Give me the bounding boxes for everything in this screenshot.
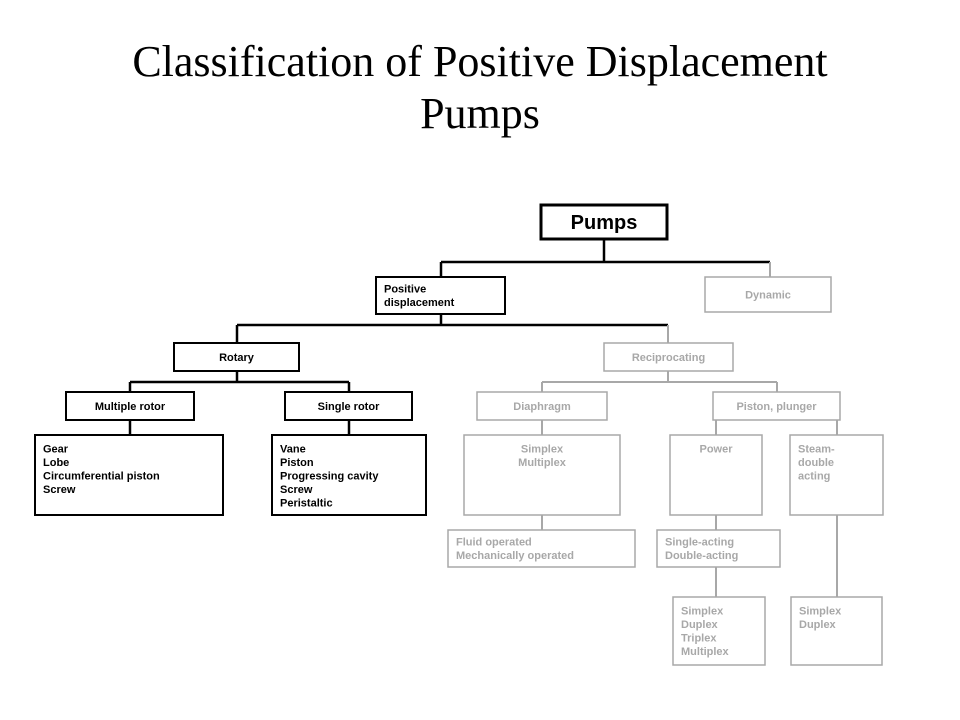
connector-lines	[128, 239, 838, 597]
node-label-line: Simplex	[799, 605, 842, 617]
node-label-line: Pumps	[571, 212, 638, 234]
node-single-rotor: Single rotor	[284, 391, 413, 421]
node-box	[704, 276, 832, 313]
node-label-line: Duplex	[799, 619, 837, 631]
node-box	[284, 391, 413, 421]
node-rotary: Rotary	[173, 342, 300, 372]
node-label-line: displacement	[384, 297, 455, 309]
node-label-line: Multiple rotor	[95, 401, 166, 413]
node-box	[65, 391, 195, 421]
node-label-line: Diaphragm	[513, 401, 571, 413]
node-label-line: Simplex	[681, 605, 724, 617]
slide-title-line-1: Classification of Positive Displacement	[132, 37, 828, 86]
node-label-line: Mechanically operated	[456, 550, 574, 562]
node-label-line: double	[798, 457, 834, 469]
node-label-line: Piston	[280, 457, 314, 469]
node-power: Power	[669, 434, 763, 516]
node-box	[539, 203, 669, 241]
node-label-line: Fluid operated	[456, 537, 532, 549]
node-box	[669, 434, 763, 516]
node-label-line: Multiplex	[518, 457, 567, 469]
node-box	[789, 434, 884, 516]
node-dynamic: Dynamic	[704, 276, 832, 313]
node-pumps: Pumps	[539, 203, 669, 241]
node-label-line: Dynamic	[745, 289, 791, 301]
node-box	[463, 434, 621, 516]
node-piston-plunger: Piston, plunger	[712, 391, 841, 421]
node-diaphragm: Diaphragm	[476, 391, 608, 421]
slide-title-line-2: Pumps	[420, 89, 540, 138]
node-label-line: Power	[699, 443, 733, 455]
node-label-line: Simplex	[521, 443, 564, 455]
node-box	[672, 596, 766, 666]
node-multiple-rotor: Multiple rotor	[65, 391, 195, 421]
node-label-line: Triplex	[681, 632, 717, 644]
slide-title: Classification of Positive Displacement …	[0, 36, 960, 140]
node-box	[790, 596, 883, 666]
node-label-line: Positive	[384, 284, 426, 296]
node-box	[476, 391, 608, 421]
node-label-line: Piston, plunger	[736, 401, 817, 413]
node-box	[34, 434, 224, 516]
node-label-line: Duplex	[681, 619, 719, 631]
node-box	[603, 342, 734, 372]
node-label-line: Lobe	[43, 457, 69, 469]
node-label-line: Screw	[280, 484, 313, 496]
node-label-line: Rotary	[219, 352, 255, 364]
node-box	[447, 529, 636, 568]
node-label-line: Gear	[43, 443, 69, 455]
node-label-line: Vane	[280, 443, 306, 455]
node-box	[173, 342, 300, 372]
node-label-line: Double-acting	[665, 550, 738, 562]
node-label-line: Single-acting	[665, 537, 734, 549]
node-label-line: Circumferential piston	[43, 470, 160, 482]
node-label-line: Reciprocating	[632, 352, 705, 364]
node-box	[656, 529, 781, 568]
node-label-line: Single rotor	[318, 401, 380, 413]
node-box	[271, 434, 427, 516]
node-box	[375, 276, 506, 315]
node-label-line: Progressing cavity	[280, 470, 379, 482]
node-label-line: Steam-	[798, 443, 835, 455]
node-reciprocating: Reciprocating	[603, 342, 734, 372]
node-box	[712, 391, 841, 421]
node-label-line: Peristaltic	[280, 497, 333, 509]
node-label-line: acting	[798, 470, 830, 482]
node-label-line: Screw	[43, 484, 76, 496]
node-label-line: Multiplex	[681, 646, 730, 658]
